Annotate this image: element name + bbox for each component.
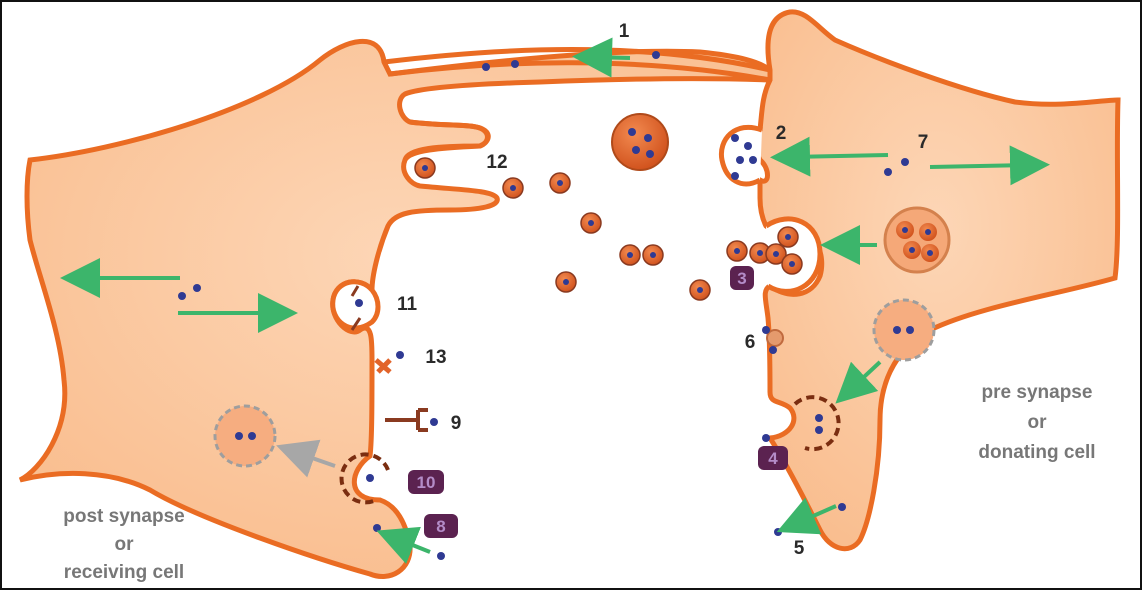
receptor-13 bbox=[376, 360, 390, 372]
caption-post-synapse: post synapse or receiving cell bbox=[63, 506, 184, 583]
arrow-tunnel bbox=[592, 57, 630, 58]
badge-10: 10 bbox=[408, 470, 444, 494]
svg-text:10: 10 bbox=[417, 473, 436, 492]
multivesicular-body bbox=[885, 208, 949, 272]
label-5: 5 bbox=[794, 538, 805, 559]
caption-pre-synapse: pre synapse or donating cell bbox=[978, 382, 1095, 463]
badge-4: 4 bbox=[758, 446, 788, 470]
svg-text:post synapse: post synapse bbox=[63, 506, 184, 527]
svg-text:pre synapse: pre synapse bbox=[982, 382, 1093, 403]
badge-3: 3 bbox=[730, 266, 754, 290]
label-1: 1 bbox=[619, 21, 630, 42]
receptor-9 bbox=[385, 410, 428, 430]
svg-text:4: 4 bbox=[768, 449, 778, 468]
arrow-right-7 bbox=[930, 165, 1030, 167]
label-12: 12 bbox=[486, 152, 507, 173]
svg-text:donating cell: donating cell bbox=[978, 442, 1095, 463]
label-11: 11 bbox=[397, 294, 418, 315]
svg-text:8: 8 bbox=[436, 517, 445, 536]
label-13: 13 bbox=[425, 347, 446, 368]
endosome-right bbox=[874, 300, 934, 360]
svg-text:receiving cell: receiving cell bbox=[64, 562, 184, 583]
endocytic-pit-2 bbox=[721, 127, 762, 184]
badge-8: 8 bbox=[424, 514, 458, 538]
small-vesicle-6 bbox=[767, 330, 783, 346]
label-9: 9 bbox=[451, 413, 462, 434]
svg-text:or: or bbox=[115, 534, 135, 555]
endosome-left bbox=[215, 406, 275, 466]
label-6: 6 bbox=[745, 332, 756, 353]
svg-text:or: or bbox=[1028, 412, 1048, 433]
svg-text:3: 3 bbox=[737, 269, 746, 288]
arrow-uptake-2 bbox=[790, 155, 888, 157]
large-extracellular-vesicle bbox=[612, 114, 668, 170]
label-2: 2 bbox=[776, 123, 787, 144]
label-7: 7 bbox=[918, 132, 929, 153]
